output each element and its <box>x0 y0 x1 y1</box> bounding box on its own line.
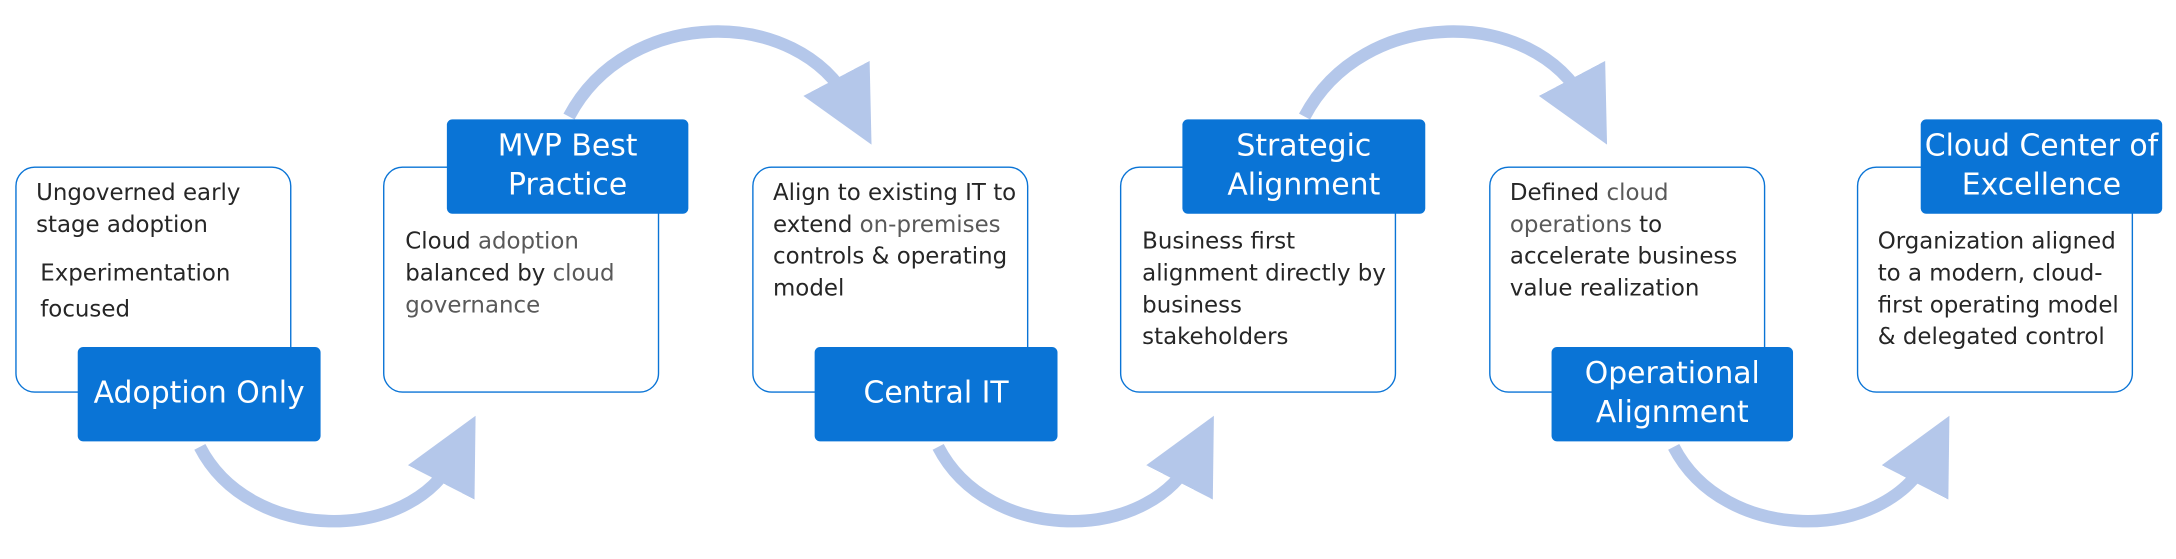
label-line: Practice <box>507 167 628 203</box>
stage-ccoe-description: Organization aligned to a modern, cloud-… <box>1878 225 2119 353</box>
stage-mvp-best-practice-description: Cloud adoption balanced by cloud governa… <box>405 225 614 321</box>
arrow-adoption-to-mvp <box>194 415 476 528</box>
label-line: Alignment <box>1595 395 1749 431</box>
label-text: Central IT <box>863 376 1009 411</box>
description-line: business <box>1142 291 1242 318</box>
description-line: balanced by cloud <box>405 257 614 289</box>
description-word: governance <box>405 291 541 318</box>
arrow-central-it-to-strategic <box>932 415 1214 528</box>
description-line: Business first <box>1142 227 1296 254</box>
stage-adoption-only-description: Ungoverned early stage adoption <box>36 176 240 240</box>
description-line: extend on-premises <box>773 208 1016 240</box>
stage-strategic-alignment-label: Strategic Alignment <box>1182 119 1426 214</box>
stage-adoption-only-label: Adoption Only <box>77 346 321 442</box>
label-line: Alignment <box>1227 167 1381 203</box>
label-line: Strategic <box>1236 129 1372 164</box>
description-word: Cloud <box>405 227 471 254</box>
label-line: Excellence <box>1961 167 2122 203</box>
stage-central-it-description: Align to existing IT to extend on-premis… <box>773 176 1016 304</box>
stage-mvp-best-practice-label: MVP Best Practice <box>446 119 689 214</box>
description-line: accelerate business <box>1509 242 1738 270</box>
subtext-line: Experimentation <box>40 259 231 286</box>
stage-strategic-alignment-description: Business first alignment directly by bus… <box>1142 225 1386 353</box>
description-line: Organization aligned <box>1877 227 2116 254</box>
description-line: alignment directly by <box>1142 259 1386 286</box>
description-line: Align to existing IT to <box>773 179 1017 206</box>
description-line: value realization <box>1509 274 1700 302</box>
description-word: on-premises <box>859 210 1001 238</box>
subtext-line: focused <box>40 295 130 322</box>
description-line: operations to <box>1510 208 1737 240</box>
label-line: Operational <box>1584 356 1760 392</box>
description-word: adoption <box>477 227 579 254</box>
stage-operational-alignment-label: Operational Alignment <box>1551 346 1794 442</box>
description-word: operations <box>1509 210 1632 238</box>
description-line: controls & operating <box>773 242 1008 270</box>
description-word: to <box>1639 210 1663 238</box>
arrow-strategic-to-operational <box>1299 25 1608 145</box>
description-word: balanced by <box>405 259 546 286</box>
description-line: & delegated control <box>1877 323 2105 350</box>
label-line: Cloud Center of <box>1924 129 2159 164</box>
description-line: Defined cloud <box>1510 176 1737 208</box>
description-word: cloud <box>1606 179 1669 206</box>
description-word: cloud <box>552 259 615 286</box>
description-line: Ungoverned early <box>36 179 241 206</box>
arrow-operational-to-ccoe <box>1668 415 1950 528</box>
description-line: stage adoption <box>36 210 208 238</box>
label-line: MVP Best <box>497 129 638 164</box>
description-line: first operating model <box>1877 291 2119 318</box>
description-line: Cloud adoption <box>405 225 614 257</box>
stage-adoption-only-subtext: Experimentation focused <box>40 255 230 327</box>
description-line: governance <box>405 289 614 321</box>
stage-ccoe-label: Cloud Center of Excellence <box>1920 119 2163 214</box>
description-line: to a modern, cloud- <box>1877 259 2103 286</box>
description-line: stakeholders <box>1142 323 1289 350</box>
description-word: Defined <box>1509 179 1600 206</box>
description-word: extend <box>773 210 853 238</box>
stage-central-it-label: Central IT <box>814 346 1058 442</box>
description-line: model <box>773 274 845 302</box>
label-text: Adoption Only <box>93 376 305 411</box>
arrow-mvp-to-central-it <box>563 25 872 145</box>
stage-operational-alignment-description: Defined cloud operations to accelerate b… <box>1510 176 1737 304</box>
